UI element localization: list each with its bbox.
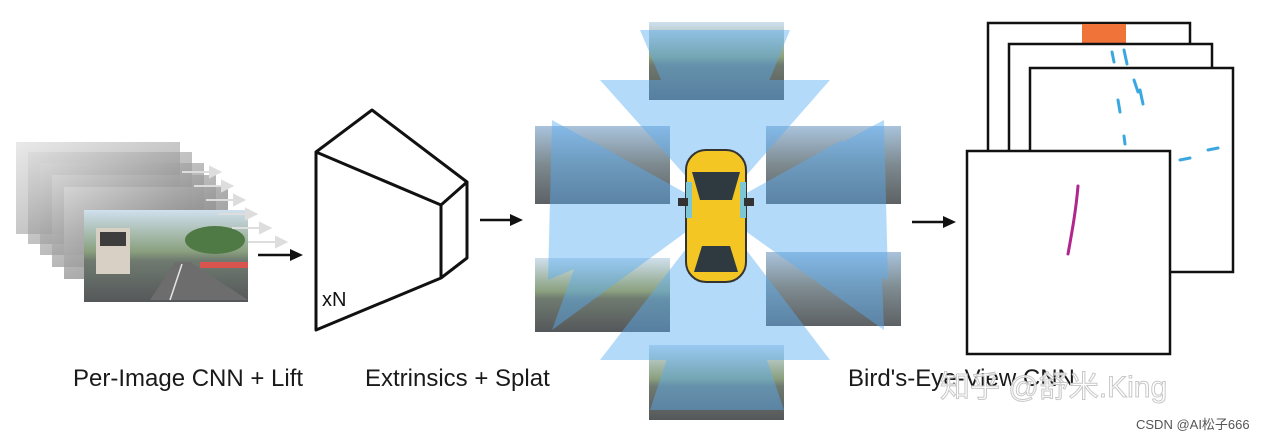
camera-image-back-view [649, 345, 784, 420]
bev-blue-marks [1116, 78, 1220, 162]
camera-image-front-view [649, 22, 784, 100]
splat-view [535, 22, 901, 420]
camera-image-front-right [766, 126, 901, 204]
car-icon [678, 149, 754, 283]
watermark-csdn: CSDN @AI松子666 [1136, 417, 1250, 432]
frustum-label: xN [322, 289, 346, 311]
camera-image-back-right [766, 252, 901, 326]
camera-frustum-icon [314, 108, 469, 332]
arrow-right-icon [912, 216, 956, 228]
faint-arrows [182, 165, 289, 249]
caption-bev-cnn: Bird's-Eye-View CNN [848, 365, 1075, 392]
bev-feature-maps [965, 21, 1235, 356]
watermark-zhihu: 知乎 @舒米.King [939, 371, 1168, 405]
arrow-right-icon [258, 249, 303, 261]
bev-lane-mark [1066, 184, 1080, 256]
camera-image-front [84, 210, 248, 302]
caption-extrinsics-splat: Extrinsics + Splat [365, 365, 550, 392]
caption-per-image-cnn: Per-Image CNN + Lift [73, 365, 304, 392]
camera-image-stack [16, 142, 289, 302]
camera-image-front-left [535, 126, 670, 204]
camera-image-back-left [535, 258, 670, 332]
arrow-right-icon [480, 214, 523, 226]
frustum-wedges [548, 30, 888, 410]
